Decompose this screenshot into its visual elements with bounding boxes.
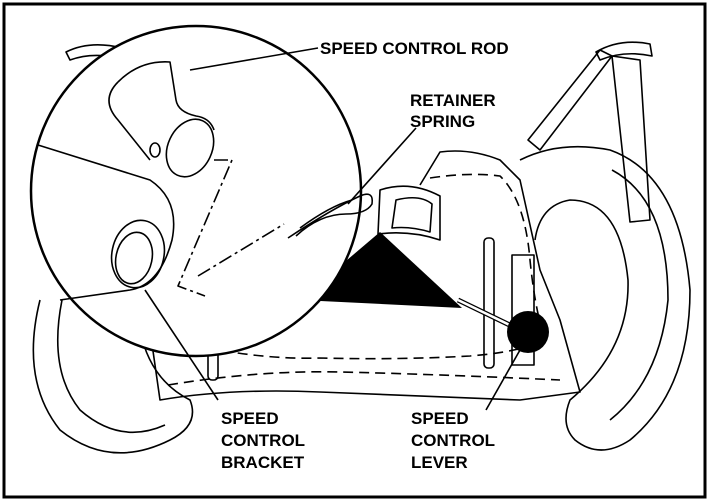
handle-assembly <box>32 41 691 454</box>
label-speed-control-lever-line1: SPEED <box>411 409 469 428</box>
label-speed-control-lever-line3: LEVER <box>411 453 468 472</box>
callout-wedge <box>300 232 462 308</box>
label-speed-control-bracket-line2: CONTROL <box>221 431 305 450</box>
lever-knob <box>507 311 549 353</box>
label-speed-control-bracket-line3: BRACKET <box>221 453 305 472</box>
label-speed-control-rod: SPEED CONTROL ROD <box>320 39 509 58</box>
label-retainer-spring-line1: RETAINER <box>410 91 496 110</box>
label-speed-control-lever-line2: CONTROL <box>411 431 495 450</box>
label-retainer-spring-line2: SPRING <box>410 112 475 131</box>
leader-lines <box>144 47 521 411</box>
label-speed-control-bracket-line1: SPEED <box>221 409 279 428</box>
detail-magnifier <box>29 24 374 358</box>
